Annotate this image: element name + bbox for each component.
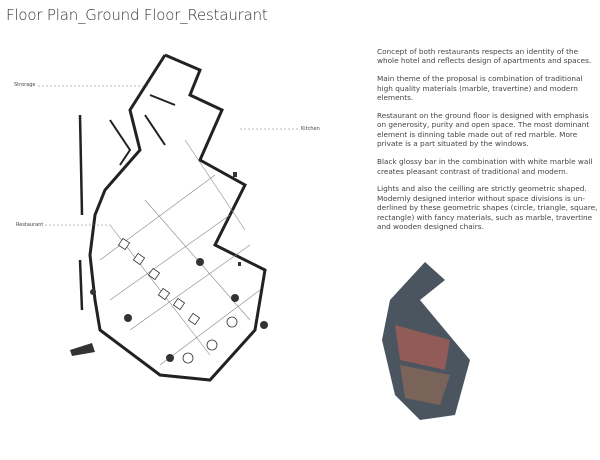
kitchen-label: Kitchen: [301, 126, 320, 132]
page-title: Floor Plan_Ground Floor_Restaurant: [6, 6, 268, 24]
description: Concept of both restaurants respects an …: [377, 47, 599, 240]
paragraph: Main theme of the proposal is combinatio…: [377, 74, 583, 103]
paragraph: Restaurant on the ground floor is design…: [377, 111, 590, 149]
restaurant-label: Restaurant: [16, 222, 44, 228]
paragraph: Black glossy bar in the combination with…: [377, 157, 593, 176]
tables: [117, 237, 238, 364]
storage-label: Strorage: [14, 82, 36, 88]
aerial-render: [382, 262, 470, 420]
paragraph: Concept of both restaurants respects an …: [377, 47, 592, 66]
paragraph: Lights and also the ceilling are strictl…: [377, 184, 598, 232]
